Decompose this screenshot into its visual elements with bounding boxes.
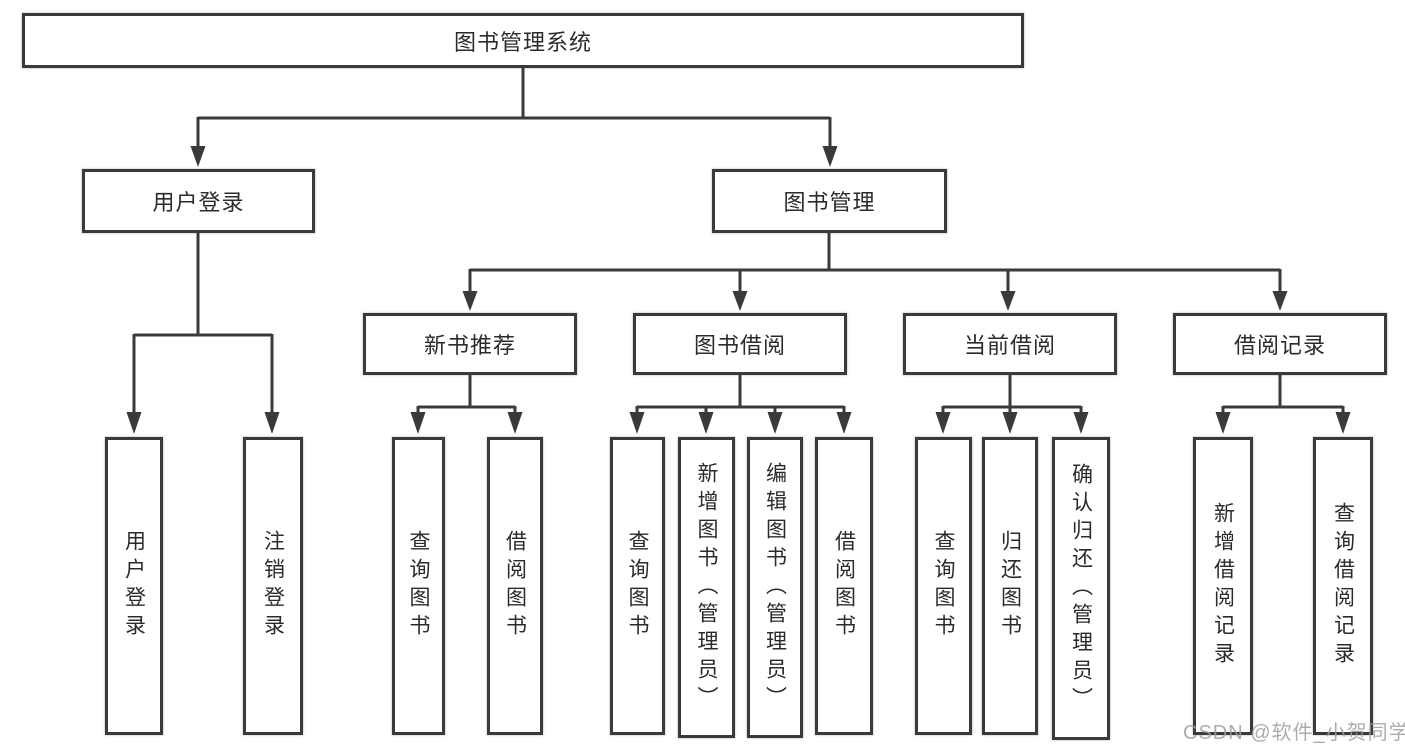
node-label: 借阅记录 [1233,333,1326,358]
node-label: 新增图书（管理员） [695,461,718,714]
node-user-login: 用户登录 [82,169,315,233]
node-label: 查询借阅记录 [1331,502,1355,670]
connector-lines [132,68,1345,414]
leaf-add-borrow-record: 新增借阅记录 [1193,437,1253,735]
node-label: 用户登录 [152,190,245,215]
leaf-query-books-borrowing: 查询图书 [610,437,665,735]
node-label: 查询图书 [626,530,649,642]
node-new-book-recommendation: 新书推荐 [363,313,577,375]
node-label: 注销登录 [261,530,285,642]
node-label: 图书管理 [783,190,876,215]
node-label: 图书管理系统 [453,29,592,55]
node-library-management-system: 图书管理系统 [22,13,1024,68]
node-label: 图书借阅 [693,333,786,358]
leaf-borrow-books: 借阅图书 [815,437,873,735]
node-book-borrowing: 图书借阅 [633,313,847,375]
node-current-borrowing: 当前借阅 [903,313,1117,375]
node-label: 确认归还（管理员） [1069,462,1093,715]
leaf-query-books-current: 查询图书 [915,437,972,735]
node-label: 用户登录 [122,530,146,642]
node-label: 查询图书 [932,530,955,642]
node-label: 借阅图书 [503,530,527,642]
leaf-borrow-books-recommend: 借阅图书 [487,437,543,735]
csdn-watermark: CSDN @软件_小贺同学 [1183,722,1405,744]
leaf-return-books: 归还图书 [982,437,1038,735]
leaf-confirm-return-admin: 确认归还（管理员） [1052,437,1110,740]
node-book-management: 图书管理 [712,169,947,233]
node-label: 新书推荐 [423,333,516,358]
node-borrowing-records: 借阅记录 [1173,313,1387,375]
leaf-query-books-recommend: 查询图书 [392,437,445,735]
leaf-user-login: 用户登录 [105,437,163,735]
leaf-query-borrow-record: 查询借阅记录 [1313,437,1373,735]
node-label: 归还图书 [998,530,1022,642]
node-label: 新增借阅记录 [1211,502,1235,670]
node-label: 查询图书 [407,530,430,642]
leaf-logout: 注销登录 [243,437,303,735]
node-label: 编辑图书（管理员） [763,461,787,714]
leaf-edit-book-admin: 编辑图书（管理员） [747,437,803,738]
node-label: 当前借阅 [963,333,1056,358]
down-arrow-icons [126,146,1351,434]
leaf-add-book-admin: 新增图书（管理员） [678,437,735,738]
node-label: 借阅图书 [832,530,856,642]
